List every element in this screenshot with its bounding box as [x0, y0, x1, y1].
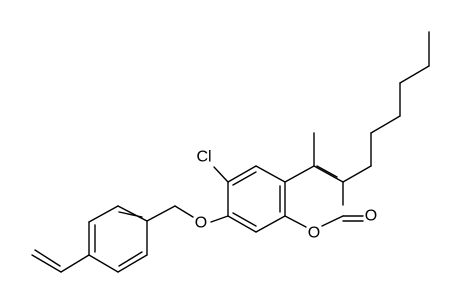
c7-c8-bond — [227, 215, 257, 233]
chlorine-label: Cl — [196, 149, 211, 166]
c4a-c5-bond — [255, 165, 286, 183]
vb-bond-1-double — [118, 211, 143, 218]
bonds — [31, 31, 430, 273]
carbonyl-oxygen-label: O — [365, 208, 377, 225]
vb-bond-2 — [88, 205, 119, 223]
ring-oxygen-label: O — [308, 225, 320, 242]
c7-ether-bond — [210, 215, 229, 223]
hexyl-bond-2 — [399, 65, 430, 84]
vb-bond-1 — [117, 205, 148, 222]
vinyl-double-2 — [34, 249, 61, 267]
chlorine-bond — [213, 166, 229, 183]
c3-c4-bond — [313, 165, 344, 183]
ether-oxygen-label: O — [195, 215, 207, 232]
o1-c8a-bond — [284, 215, 307, 228]
c7-c8-double — [232, 212, 257, 227]
vb-bond-4 — [88, 254, 119, 273]
ch2-phenyl-bond — [146, 205, 176, 222]
c8-c8a-bond — [255, 215, 286, 233]
hexyl-bond-4 — [370, 115, 401, 134]
hexyl-to-ring-bond — [342, 165, 372, 183]
ether-ch2-bond — [174, 205, 194, 218]
c3-c4-double — [316, 165, 338, 178]
vb-bond-5 — [117, 254, 148, 273]
vinyl-bond — [60, 254, 90, 273]
vb-bond-5-double — [118, 251, 143, 267]
vinyl-double-1 — [31, 254, 62, 273]
c2-o1-bond — [321, 215, 344, 227]
c5-c6-double — [232, 171, 257, 186]
c5-c6-bond — [227, 165, 257, 183]
atom-labels: Cl O O O — [195, 149, 377, 242]
c4-c4a-bond — [284, 165, 315, 183]
